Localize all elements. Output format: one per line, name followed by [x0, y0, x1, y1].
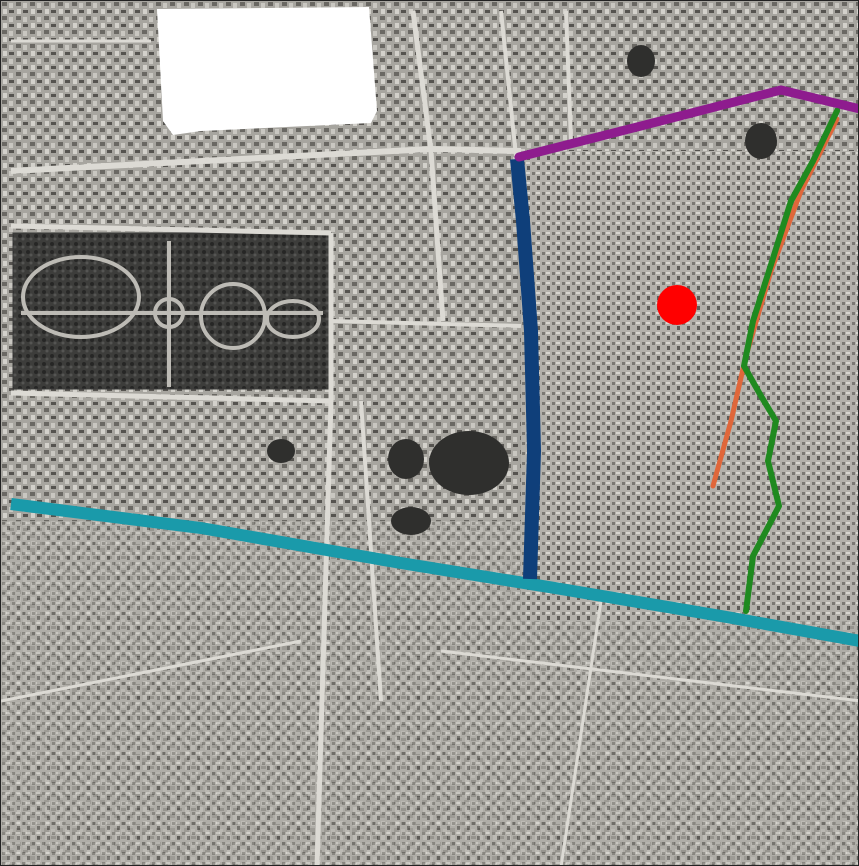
location-marker[interactable]	[657, 285, 697, 325]
magenta-route	[514, 85, 858, 162]
tree-clusters	[267, 45, 777, 535]
streets	[1, 10, 858, 865]
park-paths	[21, 241, 323, 387]
water-basin	[157, 7, 377, 135]
blue-route	[510, 158, 542, 580]
urban-area-south	[1, 521, 858, 865]
cyan-route	[10, 498, 858, 647]
green-route	[741, 108, 840, 614]
